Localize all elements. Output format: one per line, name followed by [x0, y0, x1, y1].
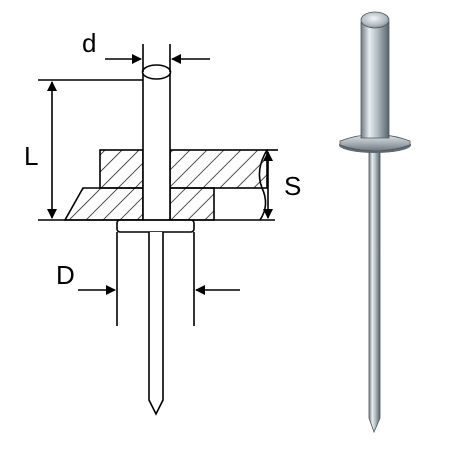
photo-mandrel: [368, 149, 381, 434]
top-plate: [99, 149, 268, 189]
mandrel-shaft: [148, 232, 164, 416]
rivet-flange: [116, 219, 195, 233]
label-D: D: [56, 260, 75, 290]
mandrel-head-top: [141, 64, 172, 80]
label-S: S: [284, 171, 301, 201]
technical-drawing: [38, 44, 278, 416]
rivet-body: [142, 71, 171, 223]
rivet-photo: [339, 11, 411, 434]
label-d: d: [82, 28, 96, 58]
bottom-plate: [63, 187, 215, 221]
photo-body: [360, 21, 390, 139]
photo-cap: [360, 11, 390, 29]
label-L: L: [24, 141, 38, 171]
